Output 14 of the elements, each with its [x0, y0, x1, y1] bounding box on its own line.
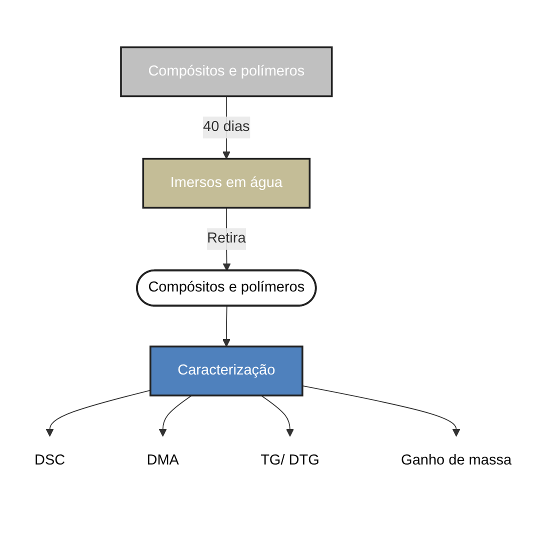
arrow — [222, 306, 230, 348]
arrow — [158, 395, 192, 437]
edge-label: 40 dias — [203, 120, 250, 136]
arrow — [302, 386, 460, 437]
arrow — [260, 395, 294, 437]
node-box: Imersos em água — [142, 158, 311, 209]
edge-label: Retira — [207, 231, 246, 247]
node-text: DMA — [146, 452, 179, 468]
node-text: DSC — [34, 452, 66, 468]
node-box: Compósitos e polímeros — [120, 46, 333, 98]
node-box: Caracterização — [150, 346, 304, 397]
arrow — [46, 390, 151, 437]
node-text: Ganho de massa — [401, 452, 512, 468]
node-text: TG/ DTG — [260, 452, 320, 468]
